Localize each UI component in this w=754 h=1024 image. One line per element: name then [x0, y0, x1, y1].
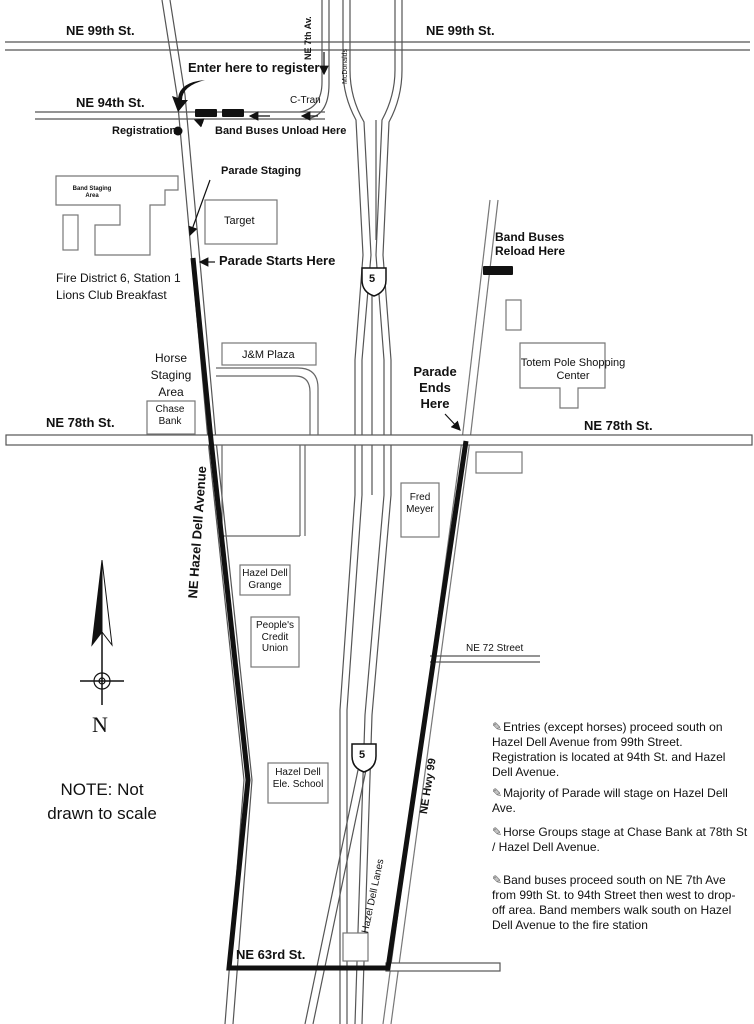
lions-club-label: Lions Club Breakfast [56, 288, 167, 302]
fire-district-label: Fire District 6, Station 1 [56, 271, 181, 285]
small-building [62, 214, 79, 251]
street-label-ne-72: NE 72 Street [466, 643, 524, 654]
grange-building [239, 564, 291, 596]
pencil-icon: ✎ [492, 720, 503, 734]
ne-99th-street [5, 41, 750, 51]
band-bus-direction-arrows [248, 52, 329, 121]
band-staging-area-label: Band Staging Area [72, 186, 112, 199]
totem-pole-label: Totem Pole Shopping Center [520, 357, 626, 382]
street-label-ne-78th-east: NE 78th St. [584, 418, 653, 433]
pencil-icon: ✎ [492, 786, 503, 800]
pencil-icon: ✎ [492, 873, 503, 887]
jm-plaza-label: J&M Plaza [242, 349, 295, 361]
jm-plaza-building [221, 342, 317, 366]
street-label-ne-78th: NE 78th St. [46, 415, 115, 430]
parade-staging-label: Parade Staging [221, 165, 302, 177]
band-buses-reload-label: Band Buses Reload Here [495, 230, 566, 258]
target-building [204, 199, 278, 245]
registration-label: Registration [112, 125, 177, 137]
interstate-5 [339, 0, 403, 1024]
interstate-shield-label: 5 [369, 273, 376, 285]
horse-staging-label: Horse Staging Area [150, 351, 192, 399]
band-staging-building [55, 175, 179, 256]
small-building-east [505, 299, 522, 331]
mcdonalds-label: McDonalds [342, 48, 349, 84]
note-item-4: ✎Band buses proceed south on NE 7th Ave … [492, 873, 748, 933]
pointer-lines [188, 118, 461, 431]
hazel-dell-grange-label: Hazel Dell Grange [242, 568, 288, 591]
note-text: Horse Groups stage at Chase Bank at 78th… [492, 825, 748, 854]
credit-union-building [250, 616, 300, 668]
chase-bank-building [146, 400, 196, 435]
street-label-ne-99th: NE 99th St. [66, 23, 135, 38]
note-text: Band buses proceed south on NE 7th Ave f… [492, 873, 736, 932]
fred-meyer-label: Fred Meyer [406, 492, 434, 515]
ne-78th-street [5, 434, 753, 446]
pencil-icon: ✎ [492, 825, 503, 839]
note-text: Entries (except horses) proceed south on… [492, 720, 726, 779]
peoples-credit-union-label: People's Credit Union [255, 620, 295, 654]
school-building [267, 762, 329, 804]
note-item-2: ✎Majority of Parade will stage on Hazel … [492, 786, 748, 816]
note-text: Majority of Parade will stage on Hazel D… [492, 786, 728, 815]
parade-route [190, 257, 469, 971]
ne-72-street [430, 655, 540, 663]
buildings [55, 175, 606, 962]
parade-starts-label: Parade Starts Here [219, 253, 336, 268]
target-label: Target [224, 215, 255, 227]
totem-pole-building [519, 342, 606, 409]
scale-note: NOTE: Not drawn to scale [47, 780, 157, 823]
enter-arrow-icon [172, 80, 205, 112]
parade-ends-label: Parade Ends Here [413, 364, 457, 411]
chase-bank-label: Chase Bank [155, 404, 185, 427]
hazel-dell-lanes-road [304, 769, 367, 1024]
ne-94th-street [35, 111, 325, 120]
ctran-label: C-Tran [290, 95, 321, 106]
band-buses-unload-label: Band Buses Unload Here [215, 125, 347, 137]
interstate-shield-label-south: 5 [359, 749, 366, 761]
enter-register-label: Enter here to register [188, 60, 320, 75]
fred-meyer-building [400, 482, 440, 538]
north-arrow-icon [80, 559, 124, 705]
bus-icon [195, 109, 513, 275]
street-label-ne-94th: NE 94th St. [76, 95, 145, 110]
note-item-1: ✎Entries (except horses) proceed south o… [492, 720, 748, 780]
street-label-ne-99th-east: NE 99th St. [426, 23, 495, 38]
ne-63rd-street-east [385, 962, 501, 972]
street-label-ne-7th: NE 7th Av. [303, 16, 313, 60]
small-building-78th [475, 451, 523, 474]
interstate-shield-icon [351, 267, 387, 773]
street-label-ne-63rd: NE 63rd St. [236, 947, 306, 962]
dot-marker-icon [173, 126, 183, 136]
note-item-3: ✎Horse Groups stage at Chase Bank at 78t… [492, 825, 748, 855]
lanes-building [342, 932, 369, 962]
north-label: N [92, 712, 108, 737]
local-roads [216, 367, 319, 537]
hazel-dell-school-label: Hazel Dell Ele. School [272, 767, 324, 790]
